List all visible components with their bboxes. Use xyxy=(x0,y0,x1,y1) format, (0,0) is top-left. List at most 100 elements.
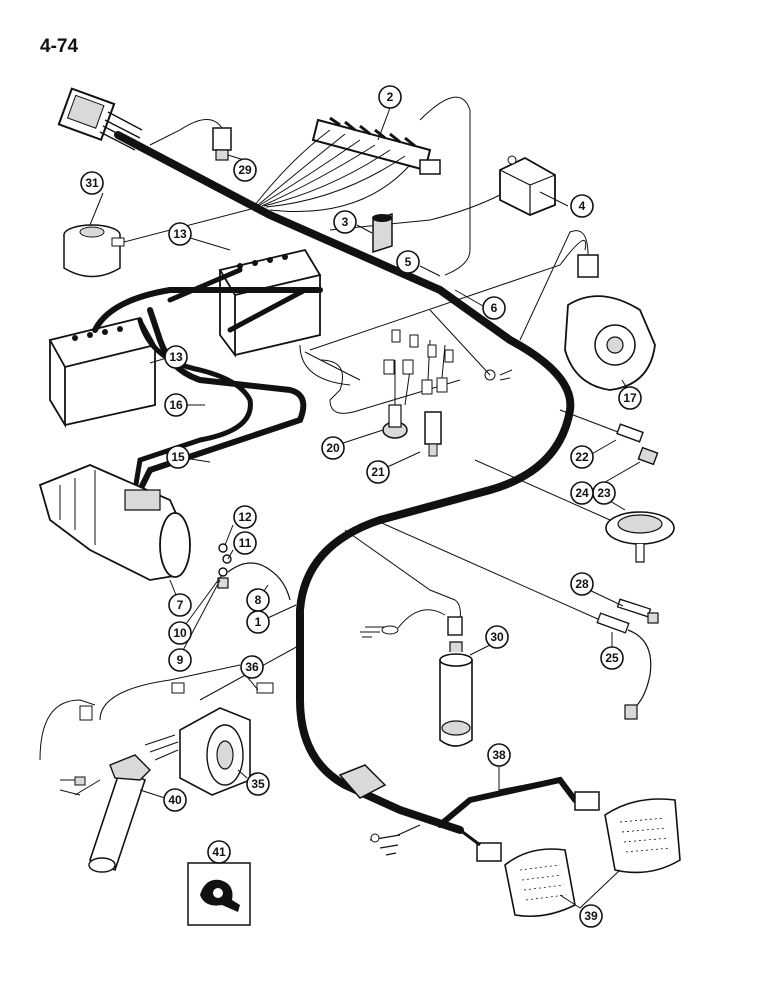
callout-35: 35 xyxy=(246,772,270,796)
accessory-socket xyxy=(372,212,393,254)
callout-label: 22 xyxy=(575,450,589,464)
page-number: 4-74 xyxy=(40,36,79,57)
callout-25: 25 xyxy=(600,646,624,670)
callout-label: 12 xyxy=(238,510,252,524)
callout-30: 30 xyxy=(485,625,509,649)
callout-4: 4 xyxy=(570,194,594,218)
callout-13: 13 xyxy=(168,222,192,246)
callout-6: 6 xyxy=(482,296,506,320)
callout-circle xyxy=(570,445,594,469)
callout-13: 13 xyxy=(164,345,188,369)
callout-label: 41 xyxy=(212,845,226,859)
callout-circle xyxy=(164,345,188,369)
callout-label: 4 xyxy=(579,199,586,213)
harness-branch-38 xyxy=(437,776,578,828)
callout-3: 3 xyxy=(333,210,357,234)
callout-label: 28 xyxy=(575,577,589,591)
work-lamp-right xyxy=(604,798,681,874)
callout-21: 21 xyxy=(366,460,390,484)
callout-label: 17 xyxy=(623,391,637,405)
callout-label: 15 xyxy=(171,450,185,464)
callout-label: 38 xyxy=(492,748,506,762)
sender-disc xyxy=(474,459,675,563)
callout-circle xyxy=(366,460,390,484)
callout-1: 1 xyxy=(246,610,270,634)
callout-23: 23 xyxy=(592,481,616,505)
callout-circle xyxy=(246,772,270,796)
horn xyxy=(63,207,256,278)
pressure-switch xyxy=(382,359,414,439)
starter-relay xyxy=(329,155,556,231)
callout-circle xyxy=(378,85,402,109)
callout-10: 10 xyxy=(168,621,192,645)
ignition-coil xyxy=(344,529,473,747)
coolant-sensor xyxy=(559,409,659,466)
callout-circle xyxy=(333,210,357,234)
callout-label: 16 xyxy=(169,398,183,412)
callout-label: 29 xyxy=(238,163,252,177)
callout-12: 12 xyxy=(233,505,257,529)
callout-11: 11 xyxy=(233,531,257,555)
callout-circle xyxy=(168,648,192,672)
starter-motor xyxy=(38,464,191,581)
callout-circle xyxy=(570,481,594,505)
callout-label: 31 xyxy=(85,176,99,190)
callout-7: 7 xyxy=(168,593,192,617)
battery-rear xyxy=(218,248,322,358)
callout-label: 7 xyxy=(177,598,184,612)
callout-20: 20 xyxy=(321,436,345,460)
callout-17: 17 xyxy=(618,386,642,410)
callout-circle xyxy=(570,194,594,218)
callout-circle xyxy=(570,572,594,596)
main-connector xyxy=(57,87,143,151)
callout-label: 11 xyxy=(239,536,252,550)
work-lamp-left xyxy=(504,848,576,918)
callout-circle xyxy=(321,436,345,460)
callout-38: 38 xyxy=(487,743,511,767)
callout-label: 39 xyxy=(584,909,598,923)
callout-label: 10 xyxy=(173,626,187,640)
callout-circle xyxy=(396,250,420,274)
harness-connector xyxy=(338,764,387,799)
neutral-switch xyxy=(421,339,448,457)
callout-circle xyxy=(168,593,192,617)
battery-cable-2 xyxy=(132,317,253,493)
callout-label: 40 xyxy=(168,793,182,807)
compressor-clutch xyxy=(99,644,301,796)
callout-circle xyxy=(80,171,104,195)
cable-clamp-inset xyxy=(187,862,251,926)
callout-circle xyxy=(618,386,642,410)
callout-label: 9 xyxy=(177,653,184,667)
callout-8: 8 xyxy=(246,588,270,612)
callout-circle xyxy=(240,655,264,679)
callout-circle xyxy=(233,531,257,555)
callout-circle xyxy=(168,222,192,246)
speed-sensor xyxy=(374,519,659,720)
callout-label: 25 xyxy=(605,651,619,665)
battery-front xyxy=(48,316,157,429)
callout-label: 3 xyxy=(342,215,349,229)
callout-36: 36 xyxy=(240,655,264,679)
callout-2: 2 xyxy=(378,85,402,109)
callout-label: 20 xyxy=(326,441,340,455)
callout-39: 39 xyxy=(579,904,603,928)
small-connectors xyxy=(391,309,513,381)
callout-24: 24 xyxy=(570,481,594,505)
callout-label: 30 xyxy=(490,630,504,644)
callout-label: 5 xyxy=(405,255,412,269)
callout-5: 5 xyxy=(396,250,420,274)
fuel-filter xyxy=(39,699,151,873)
callout-40: 40 xyxy=(163,788,187,812)
fuse-block xyxy=(254,96,471,276)
callout-16: 16 xyxy=(164,393,188,417)
callout-label: 13 xyxy=(173,227,187,241)
callout-circle xyxy=(163,788,187,812)
callout-circle xyxy=(246,588,270,612)
callout-label: 2 xyxy=(387,90,394,104)
callout-label: 13 xyxy=(169,350,183,364)
callout-label: 36 xyxy=(245,660,259,674)
callout-circle xyxy=(207,840,231,864)
main-harness xyxy=(114,131,575,834)
